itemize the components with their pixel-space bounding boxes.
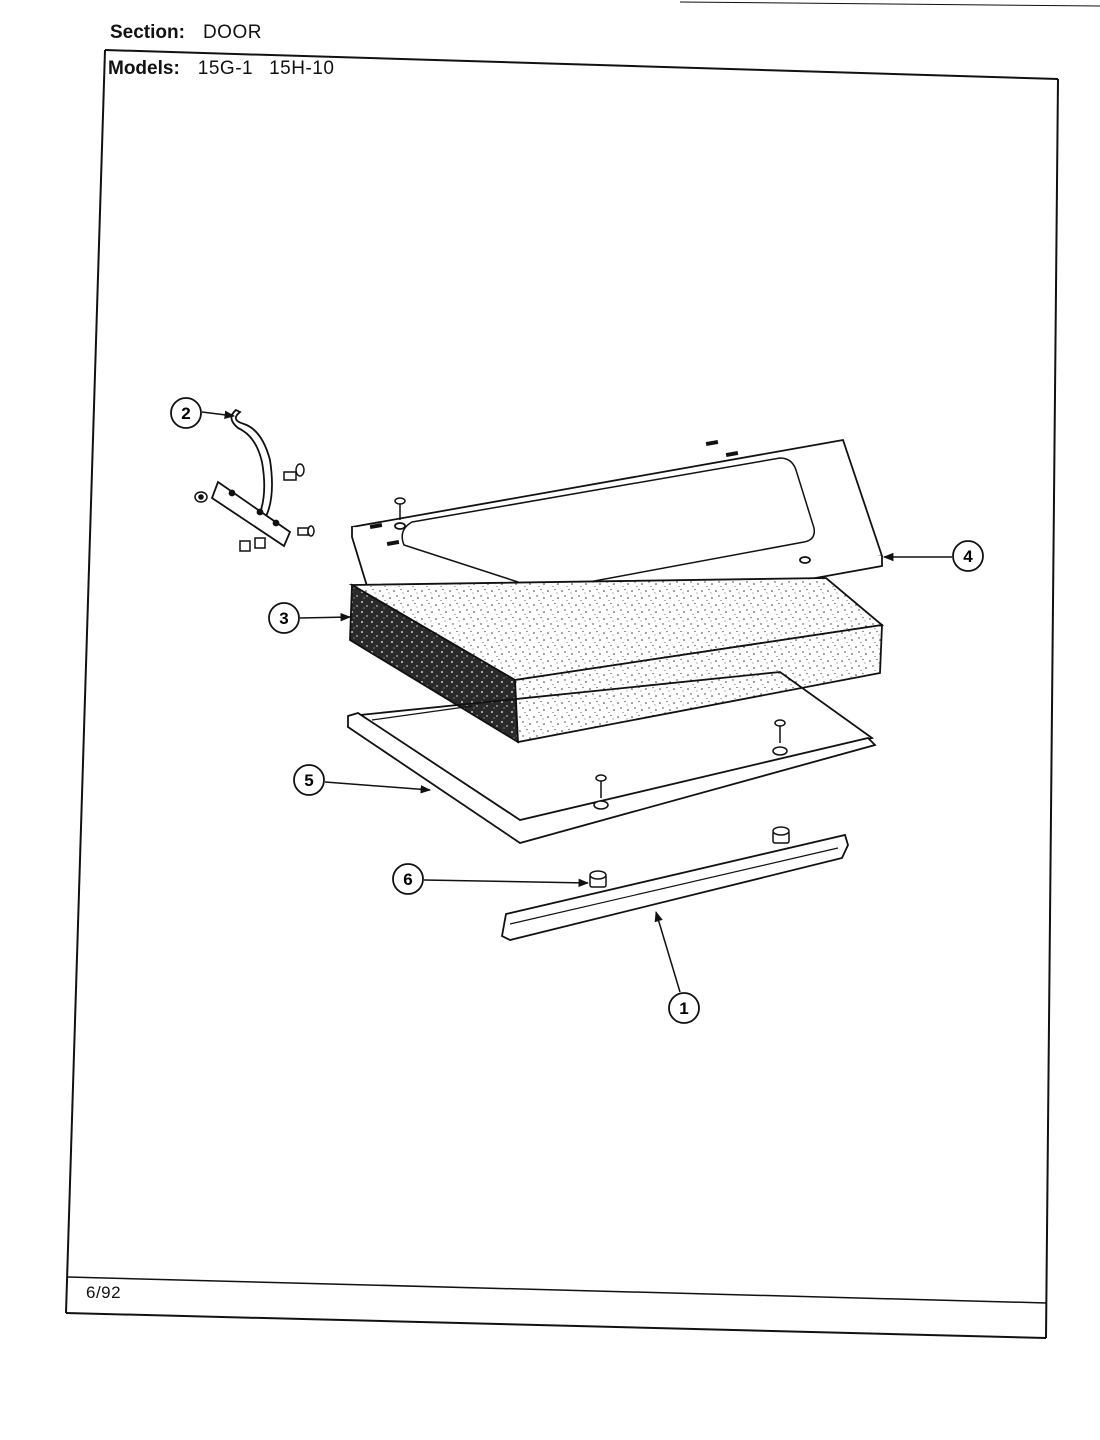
section-header: Section: DOOR [110,22,262,44]
door-hinge [210,408,292,548]
callout-4: 4 [882,540,984,572]
models-label: Models: [108,58,180,79]
page-frame [65,1,1100,1339]
door-frame [346,671,877,844]
models-header: Models: 15G-1 15H-10 [108,58,350,80]
model-number: 15G-1 [197,58,254,79]
hinge-screw [194,463,315,552]
revision-date: 6/92 [86,1283,122,1302]
callout-2: 2 [170,397,236,429]
callout-label: 2 [181,404,190,423]
insulation-block [348,577,885,744]
callout-label: 3 [279,609,288,628]
callout-1: 1 [654,910,700,1024]
section-value: DOOR [202,22,262,43]
callout-5: 5 [293,764,432,796]
door-handle [500,833,849,941]
callout-label: 1 [679,999,688,1018]
section-label: Section: [110,22,185,43]
model-number: 15H-10 [269,58,335,79]
handle-nut [589,826,790,888]
callout-label: 4 [963,547,973,566]
callout-6: 6 [392,863,590,895]
frame-screw [593,719,788,810]
callout-label: 6 [403,870,412,889]
callout-label: 5 [304,771,313,790]
callout-3: 3 [268,602,352,634]
